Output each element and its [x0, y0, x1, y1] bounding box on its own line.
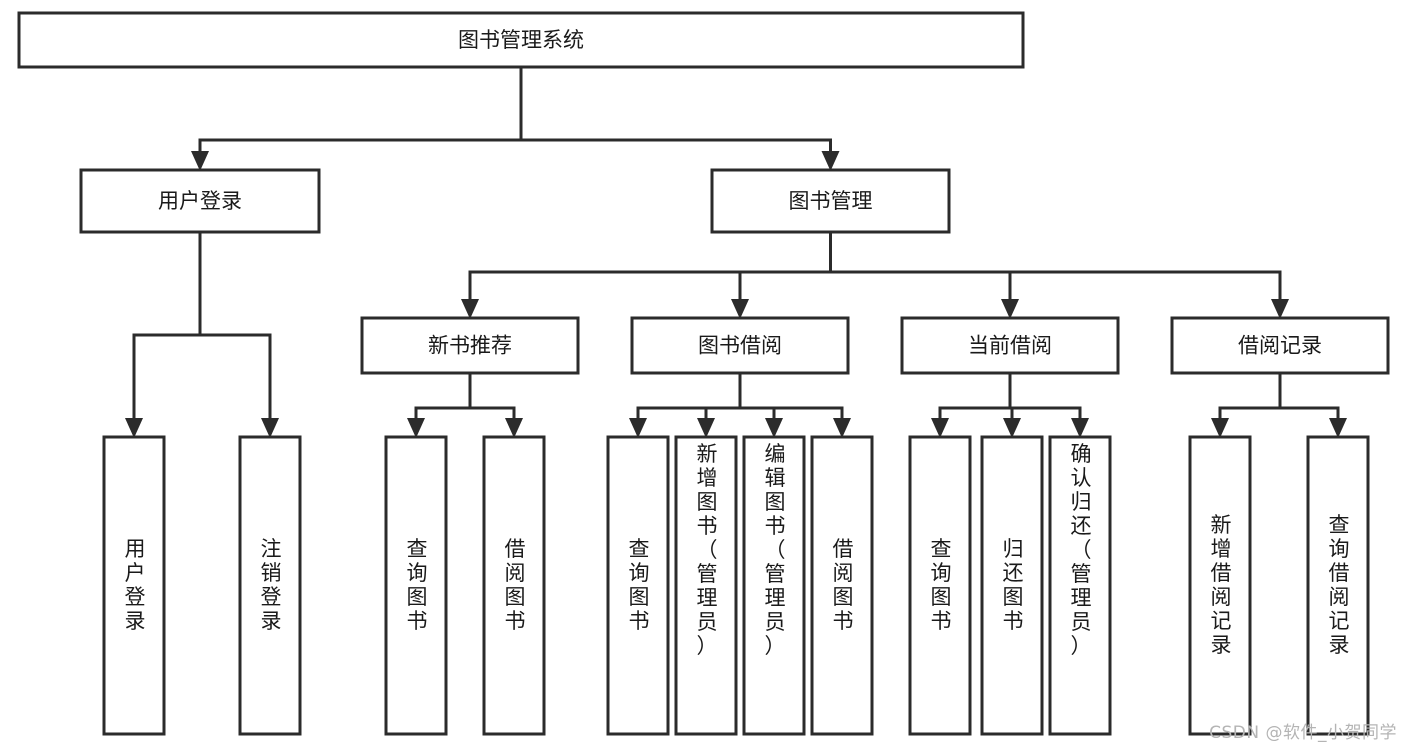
node-label: 新增借阅记录: [1211, 513, 1232, 657]
arrow-head-icon: [505, 418, 523, 438]
arrow-head-icon: [1003, 418, 1021, 438]
node-box: [908, 435, 972, 736]
arrow-head-icon: [629, 418, 647, 438]
node-n-current-borrow[interactable]: 当前借阅: [900, 316, 1120, 375]
connector-group-n-user-login: [125, 230, 279, 438]
node-label: 图书借阅: [698, 334, 782, 358]
node-label: 新增图书（管理员）: [697, 442, 718, 658]
arrow-head-icon: [461, 299, 479, 319]
node-box: [482, 435, 546, 736]
connector-group-n-current-borrow: [931, 371, 1089, 438]
arrow-head-icon: [191, 151, 209, 171]
connector-group-n-new-book-rec: [407, 371, 523, 438]
node-l-rec-borrow[interactable]: 借阅图书: [482, 435, 546, 736]
node-n-borrow-record[interactable]: 借阅记录: [1170, 316, 1390, 375]
node-l-cb-query[interactable]: 查询图书: [908, 435, 972, 736]
node-label: 新书推荐: [428, 334, 512, 358]
node-box: [900, 316, 1120, 375]
node-box: [17, 11, 1025, 69]
arrow-head-icon: [731, 299, 749, 319]
node-box: [810, 435, 874, 736]
arrow-head-icon: [931, 418, 949, 438]
arrow-head-icon: [697, 418, 715, 438]
node-box: [742, 435, 806, 736]
arrow-head-icon: [821, 151, 840, 171]
node-box: [102, 435, 166, 736]
node-l-bb-add[interactable]: 新增图书（管理员）: [674, 435, 738, 736]
arrow-head-icon: [125, 418, 143, 438]
node-box: [980, 435, 1044, 736]
arrow-head-icon: [1211, 418, 1229, 438]
csdn-watermark: CSDN @软件_小贺同学: [1209, 723, 1397, 743]
node-box: [1048, 435, 1112, 736]
arrow-head-icon: [261, 418, 279, 438]
node-l-rec-query[interactable]: 查询图书: [384, 435, 448, 736]
node-l-bb-borrow[interactable]: 借阅图书: [810, 435, 874, 736]
node-l-bb-query[interactable]: 查询图书: [606, 435, 670, 736]
node-box: [238, 435, 302, 736]
node-label: 当前借阅: [968, 334, 1052, 358]
node-layer: 图书管理系统用户登录图书管理新书推荐图书借阅当前借阅借阅记录用户登录注销登录查询…: [17, 11, 1390, 736]
arrow-head-icon: [1329, 418, 1347, 438]
node-box: [674, 435, 738, 736]
node-box: [1306, 435, 1370, 736]
node-box: [79, 168, 321, 234]
node-box: [1170, 316, 1390, 375]
node-label: 编辑图书（管理员）: [765, 442, 786, 658]
arrow-head-icon: [407, 418, 425, 438]
node-box: [710, 168, 951, 234]
connector-group-n-book-borrow: [629, 371, 851, 438]
node-label: 借阅记录: [1238, 334, 1322, 358]
node-box: [630, 316, 850, 375]
arrow-head-icon: [833, 418, 851, 438]
connector-group-n-borrow-record: [1211, 371, 1347, 438]
node-root[interactable]: 图书管理系统: [17, 11, 1025, 69]
node-label: 确认归还（管理员）: [1071, 442, 1092, 658]
node-n-book-borrow[interactable]: 图书借阅: [630, 316, 850, 375]
node-label: 图书管理系统: [458, 28, 584, 52]
arrow-head-icon: [765, 418, 783, 438]
node-label: 注销登录: [261, 537, 282, 633]
arrow-head-icon: [1001, 299, 1019, 319]
node-l-user-logout[interactable]: 注销登录: [238, 435, 302, 736]
connector-group-root: [191, 65, 840, 171]
node-label: 用户登录: [158, 189, 242, 213]
node-label: 用户登录: [125, 537, 146, 633]
node-l-bb-edit[interactable]: 编辑图书（管理员）: [742, 435, 806, 736]
arrow-head-icon: [1271, 299, 1289, 319]
node-l-br-query[interactable]: 查询借阅记录: [1306, 435, 1370, 736]
node-n-book-mgmt[interactable]: 图书管理: [710, 168, 951, 234]
connector-group-n-book-mgmt: [461, 230, 1289, 319]
node-label: 借阅图书: [833, 537, 854, 633]
node-box: [606, 435, 670, 736]
node-box: [384, 435, 448, 736]
node-label: 查询图书: [931, 537, 952, 633]
node-box: [1188, 435, 1252, 736]
arrow-head-icon: [1071, 418, 1089, 438]
node-box: [360, 316, 580, 375]
node-label: 图书管理: [789, 189, 873, 213]
node-l-user-login[interactable]: 用户登录: [102, 435, 166, 736]
node-label: 查询借阅记录: [1329, 513, 1350, 657]
connector-layer: [125, 65, 1347, 438]
node-label: 归还图书: [1003, 537, 1024, 633]
node-l-cb-confirm[interactable]: 确认归还（管理员）: [1048, 435, 1112, 736]
node-l-br-add[interactable]: 新增借阅记录: [1188, 435, 1252, 736]
node-n-new-book-rec[interactable]: 新书推荐: [360, 316, 580, 375]
node-n-user-login[interactable]: 用户登录: [79, 168, 321, 234]
node-l-cb-return[interactable]: 归还图书: [980, 435, 1044, 736]
node-label: 查询图书: [629, 537, 650, 633]
node-label: 查询图书: [407, 537, 428, 633]
node-label: 借阅图书: [505, 537, 526, 633]
